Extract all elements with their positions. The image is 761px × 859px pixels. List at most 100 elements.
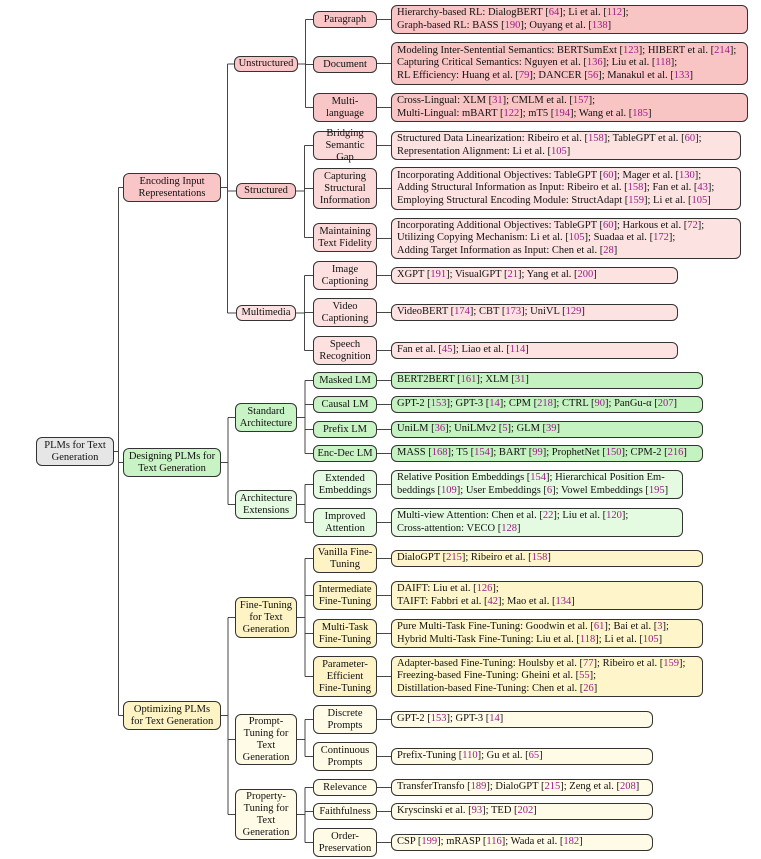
leaf-line: Adding Target Information as Input: Chen… <box>397 244 618 256</box>
leaf-line: Multi-Lingual: mBART [122]; mT5 [194]; W… <box>397 107 652 119</box>
leaf-line: beddings [109]; User Embeddings [6]; Vow… <box>397 484 669 496</box>
node-optimizing-plms: Optimizing PLMs for Text Generation <box>123 701 221 730</box>
leaf-speech-recognition: Fan et al. [45]; Liao et al. [114] <box>391 342 678 359</box>
leaf-extended-embeddings: Relative Position Embeddings [154]; Hier… <box>391 470 683 499</box>
node-standard-architecture: Standard Architecture <box>235 403 297 432</box>
node-multimedia: Multimedia <box>236 305 296 321</box>
node-discrete-prompts: Discrete Prompts <box>313 705 377 734</box>
leaf-enc-dec-lm: MASS [168]; T5 [154]; BART [99]; Prophet… <box>391 445 703 462</box>
leaf-line: BERT2BERT [161]; XLM [31] <box>397 374 529 386</box>
leaf-document: Modeling Inter-Sentential Semantics: BER… <box>391 42 748 85</box>
leaf-line: XGPT [191]; VisualGPT [21]; Yang et al. … <box>397 269 597 281</box>
leaf-improved-attention: Multi-view Attention: Chen et al. [22]; … <box>391 508 683 537</box>
leaf-capturing-structural-information: Incorporating Additional Objectives: Tab… <box>391 167 741 210</box>
leaf-line: Representation Alignment: Li et al. [105… <box>397 145 571 157</box>
node-bridging-semantic-gap: Bridging Semantic Gap <box>313 128 377 163</box>
leaf-line: Incorporating Additional Objectives: Tab… <box>397 220 705 232</box>
leaf-faithfulness: Kryscinski et al. [93]; TED [202] <box>391 803 653 820</box>
node-image-captioning: Image Captioning <box>313 261 377 290</box>
leaf-line: Adapter-based Fine-Tuning: Houlsby et al… <box>397 658 686 670</box>
leaf-intermediate-fine-tuning: DAIFT: Liu et al. [126];TAIFT: Fabbri et… <box>391 581 703 610</box>
leaf-line: DAIFT: Liu et al. [126]; <box>397 583 499 595</box>
node-paragraph: Paragraph <box>313 11 377 28</box>
leaf-line: Multi-view Attention: Chen et al. [22]; … <box>397 510 629 522</box>
node-property-tuning: Property-Tuning for Text Generation <box>235 789 297 840</box>
leaf-line: DialoGPT [215]; Ribeiro et al. [158] <box>397 552 551 564</box>
node-extended-embeddings: Extended Embeddings <box>313 470 377 499</box>
leaf-continuous-prompts: Prefix-Tuning [110]; Gu et al. [65] <box>391 748 653 765</box>
leaf-image-captioning: XGPT [191]; VisualGPT [21]; Yang et al. … <box>391 267 678 284</box>
leaf-line: Hybrid Multi-Task Fine-Tuning: Liu et al… <box>397 633 663 645</box>
leaf-line: Cross-Lingual: XLM [31]; CMLM et al. [15… <box>397 95 596 107</box>
leaf-parameter-efficient-fine-tuning: Adapter-based Fine-Tuning: Houlsby et al… <box>391 656 703 697</box>
leaf-line: Freezing-based Fine-Tuning: Gheini et al… <box>397 670 597 682</box>
node-architecture-extensions: Architecture Extensions <box>235 490 297 519</box>
node-encoding-input-representations: Encoding Input Representations <box>123 173 221 202</box>
leaf-line: Hierarchy-based RL: DialogBERT [64]; Li … <box>397 7 629 19</box>
leaf-multi-language: Cross-Lingual: XLM [31]; CMLM et al. [15… <box>391 93 748 122</box>
node-multi-language: Multi-language <box>313 93 377 122</box>
leaf-line: Pure Multi-Task Fine-Tuning: Goodwin et … <box>397 621 669 633</box>
leaf-line: Incorporating Additional Objectives: Tab… <box>397 170 702 182</box>
leaf-masked-lm: BERT2BERT [161]; XLM [31] <box>391 372 703 389</box>
leaf-vanilla-fine-tuning: DialoGPT [215]; Ribeiro et al. [158] <box>391 550 703 567</box>
leaf-line: GPT-2 [153]; GPT-3 [14]; CPM [218]; CTRL… <box>397 398 678 410</box>
leaf-bridging-semantic-gap: Structured Data Linearization: Ribeiro e… <box>391 131 741 160</box>
leaf-line: Prefix-Tuning [110]; Gu et al. [65] <box>397 750 543 762</box>
leaf-line: TransferTransfo [189]; DialoGPT [215]; Z… <box>397 781 640 793</box>
leaf-line: CSP [199]; mRASP [116]; Wada et al. [182… <box>397 836 583 848</box>
leaf-line: Employing Structural Encoding Module: St… <box>397 194 711 206</box>
leaf-relevance: TransferTransfo [189]; DialoGPT [215]; Z… <box>391 779 653 796</box>
leaf-line: VideoBERT [174]; CBT [173]; UniVL [129] <box>397 306 585 318</box>
node-continuous-prompts: Continuous Prompts <box>313 742 377 771</box>
leaf-line: Utilizing Copying Mechanism: Li et al. [… <box>397 232 676 244</box>
node-designing-plms: Designing PLMs for Text Generation <box>123 448 221 477</box>
node-capturing-structural-information: Capturing Structural Information <box>313 168 377 209</box>
node-parameter-efficient-fine-tuning: Parameter-Efficient Fine-Tuning <box>313 656 377 697</box>
node-intermediate-fine-tuning: Intermediate Fine-Tuning <box>313 581 377 610</box>
leaf-order-preservation: CSP [199]; mRASP [116]; Wada et al. [182… <box>391 834 653 851</box>
node-document: Document <box>313 56 377 73</box>
node-masked-lm: Masked LM <box>313 372 377 389</box>
leaf-line: Graph-based RL: BASS [190]; Ouyang et al… <box>397 19 612 31</box>
leaf-causal-lm: GPT-2 [153]; GPT-3 [14]; CPM [218]; CTRL… <box>391 396 703 413</box>
leaf-video-captioning: VideoBERT [174]; CBT [173]; UniVL [129] <box>391 304 678 321</box>
node-structured: Structured <box>236 183 296 199</box>
node-unstructured: Unstructured <box>234 56 298 72</box>
leaf-line: Fan et al. [45]; Liao et al. [114] <box>397 344 529 356</box>
node-multi-task-fine-tuning: Multi-Task Fine-Tuning <box>313 619 377 648</box>
node-prompt-tuning: Prompt-Tuning for Text Generation <box>235 714 297 765</box>
node-improved-attention: Improved Attention <box>313 508 377 537</box>
leaf-line: Adding Structural Information as Input: … <box>397 182 715 194</box>
leaf-line: Modeling Inter-Sentential Semantics: BER… <box>397 45 737 57</box>
node-relevance: Relevance <box>313 779 377 796</box>
leaf-paragraph: Hierarchy-based RL: DialogBERT [64]; Li … <box>391 5 748 34</box>
leaf-multi-task-fine-tuning: Pure Multi-Task Fine-Tuning: Goodwin et … <box>391 619 703 648</box>
leaf-line: TAIFT: Fabbri et al. [42]; Mao et al. [1… <box>397 595 575 607</box>
leaf-line: Capturing Critical Semantics: Nguyen et … <box>397 57 678 69</box>
node-prefix-lm: Prefix LM <box>313 421 377 438</box>
leaf-prefix-lm: UniLM [36]; UniLMv2 [5]; GLM [39] <box>391 421 703 438</box>
node-speech-recognition: Speech Recognition <box>313 336 377 365</box>
leaf-discrete-prompts: GPT-2 [153]; GPT-3 [14] <box>391 711 653 728</box>
node-faithfulness: Faithfulness <box>313 803 377 820</box>
leaf-line: UniLM [36]; UniLMv2 [5]; GLM [39] <box>397 423 561 435</box>
leaf-line: GPT-2 [153]; GPT-3 [14] <box>397 713 504 725</box>
node-enc-dec-lm: Enc-Dec LM <box>313 445 377 462</box>
leaf-line: Structured Data Linearization: Ribeiro e… <box>397 133 702 145</box>
leaf-line: Kryscinski et al. [93]; TED [202] <box>397 805 537 817</box>
leaf-line: Relative Position Embeddings [154]; Hier… <box>397 472 665 484</box>
node-vanilla-fine-tuning: Vanilla Fine-Tuning <box>313 544 377 573</box>
node-fine-tuning: Fine-Tuning for Text Generation <box>235 597 297 638</box>
leaf-line: RL Efficiency: Huang et al. [79]; DANCER… <box>397 69 694 81</box>
root-node: PLMs for Text Generation <box>36 437 114 466</box>
leaf-line: MASS [168]; T5 [154]; BART [99]; Prophet… <box>397 447 687 459</box>
node-video-captioning: Video Captioning <box>313 298 377 327</box>
node-order-preservation: Order-Preservation <box>313 828 377 857</box>
node-maintaining-text-fidelity: Maintaining Text Fidelity <box>313 223 377 252</box>
leaf-line: Distillation-based Fine-Tuning: Chen et … <box>397 682 598 694</box>
leaf-line: Cross-attention: VECO [128] <box>397 522 521 534</box>
node-causal-lm: Causal LM <box>313 396 377 413</box>
leaf-maintaining-text-fidelity: Incorporating Additional Objectives: Tab… <box>391 218 741 259</box>
